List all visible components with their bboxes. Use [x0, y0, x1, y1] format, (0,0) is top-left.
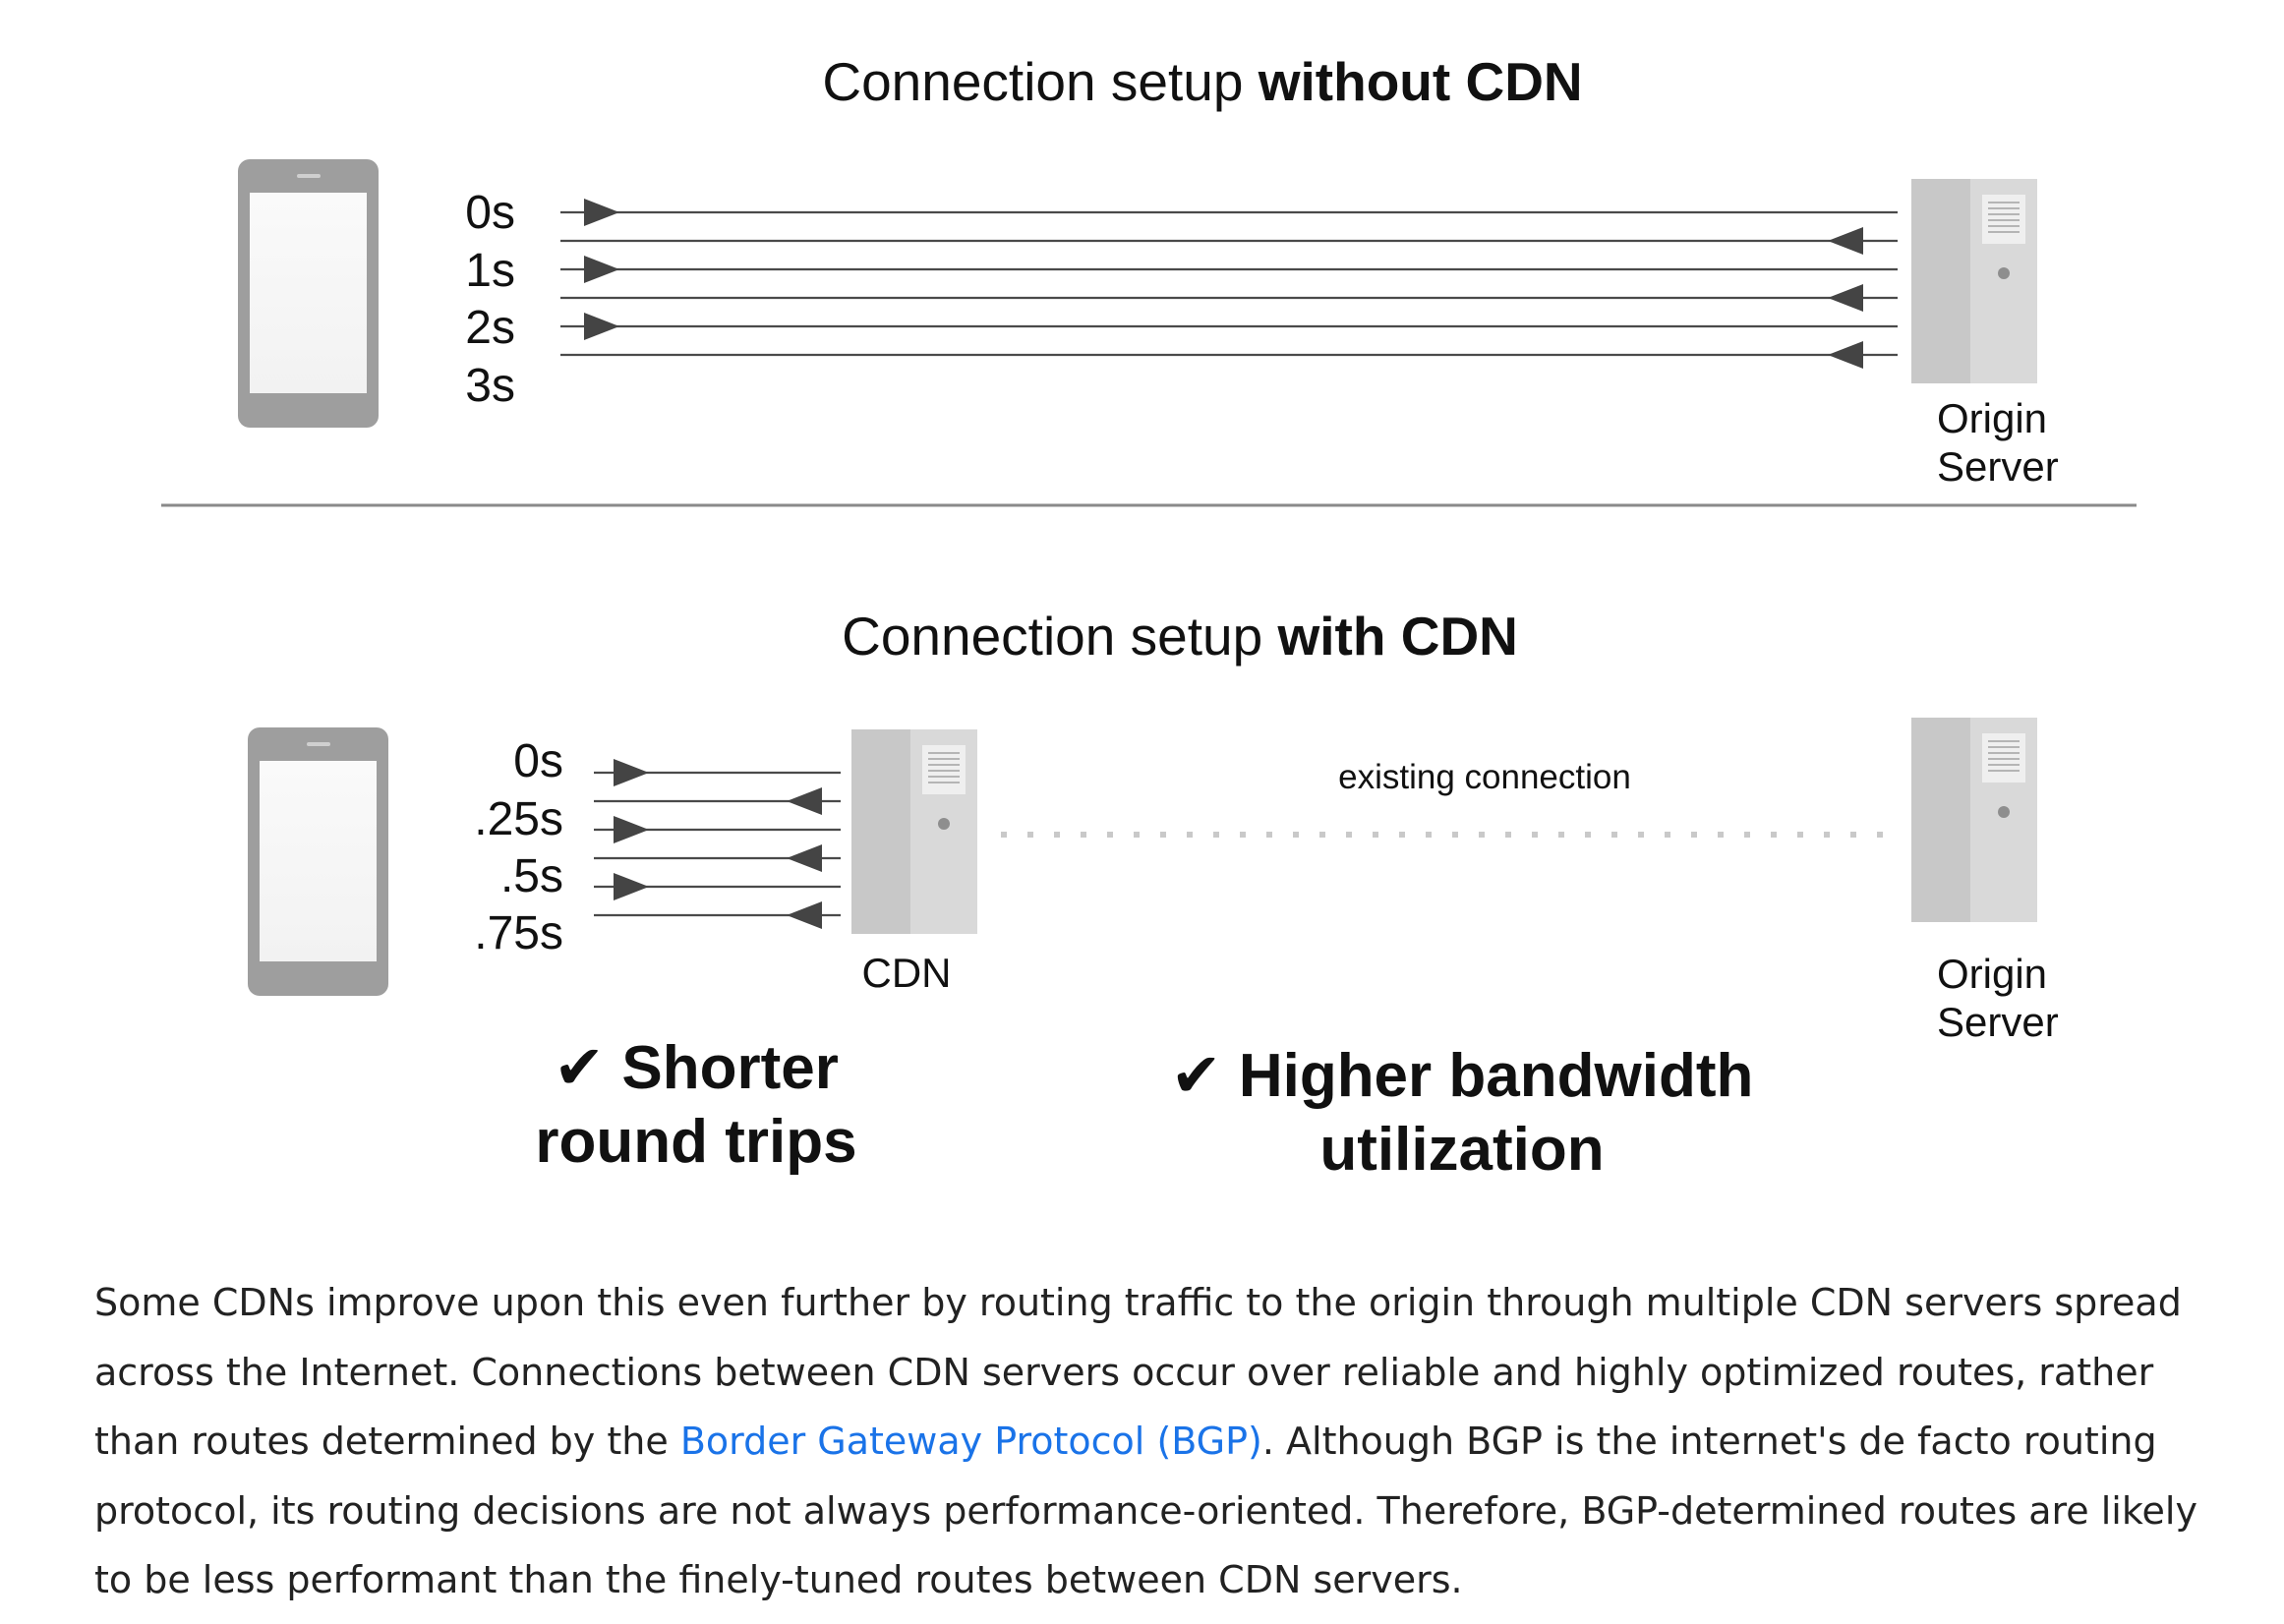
origin-server-label: Origin	[1937, 395, 2047, 441]
time-label: 0s	[465, 187, 515, 239]
paragraph-text: Some CDNs improve upon this even further…	[94, 1281, 2182, 1463]
time-label: 0s	[513, 735, 563, 787]
top-title: Connection setup without CDN	[822, 51, 1582, 112]
paragraph-text: . Although BGP is the internet's de fact…	[94, 1420, 2197, 1601]
cdn-label: CDN	[862, 950, 952, 996]
benefit-higher-bandwidth: ✔ Higher bandwidth	[1171, 1042, 1754, 1110]
bottom-title: Connection setup with CDN	[842, 606, 1518, 667]
time-label: .5s	[500, 850, 563, 902]
time-label: 2s	[465, 302, 515, 354]
phone-icon	[248, 727, 388, 996]
benefit-shorter-round-trips: ✔ Shorter	[554, 1034, 839, 1102]
time-label: .25s	[474, 793, 563, 845]
top-connection-lines	[560, 199, 1898, 369]
existing-connection-label: existing connection	[1338, 758, 1631, 796]
phone-icon	[238, 159, 379, 428]
time-label: 3s	[465, 360, 515, 412]
body-paragraph: Some CDNs improve upon this even further…	[94, 1268, 2218, 1615]
origin-server-label: Server	[1937, 443, 2059, 490]
bottom-connection-lines	[594, 759, 841, 929]
server-icon	[851, 729, 977, 934]
benefit-higher-bandwidth: utilization	[1319, 1116, 1604, 1184]
cdn-connection-diagram: Connection setup without CDN 0s 1s 2s 3s	[161, 51, 2137, 1184]
server-icon	[1911, 718, 2037, 922]
time-label: 1s	[465, 245, 515, 297]
bgp-link[interactable]: Border Gateway Protocol (BGP)	[679, 1420, 1262, 1463]
benefit-shorter-round-trips: round trips	[535, 1108, 856, 1176]
time-label: .75s	[474, 907, 563, 959]
origin-server-label: Server	[1937, 999, 2059, 1045]
server-icon	[1911, 179, 2037, 383]
origin-server-label: Origin	[1937, 951, 2047, 997]
